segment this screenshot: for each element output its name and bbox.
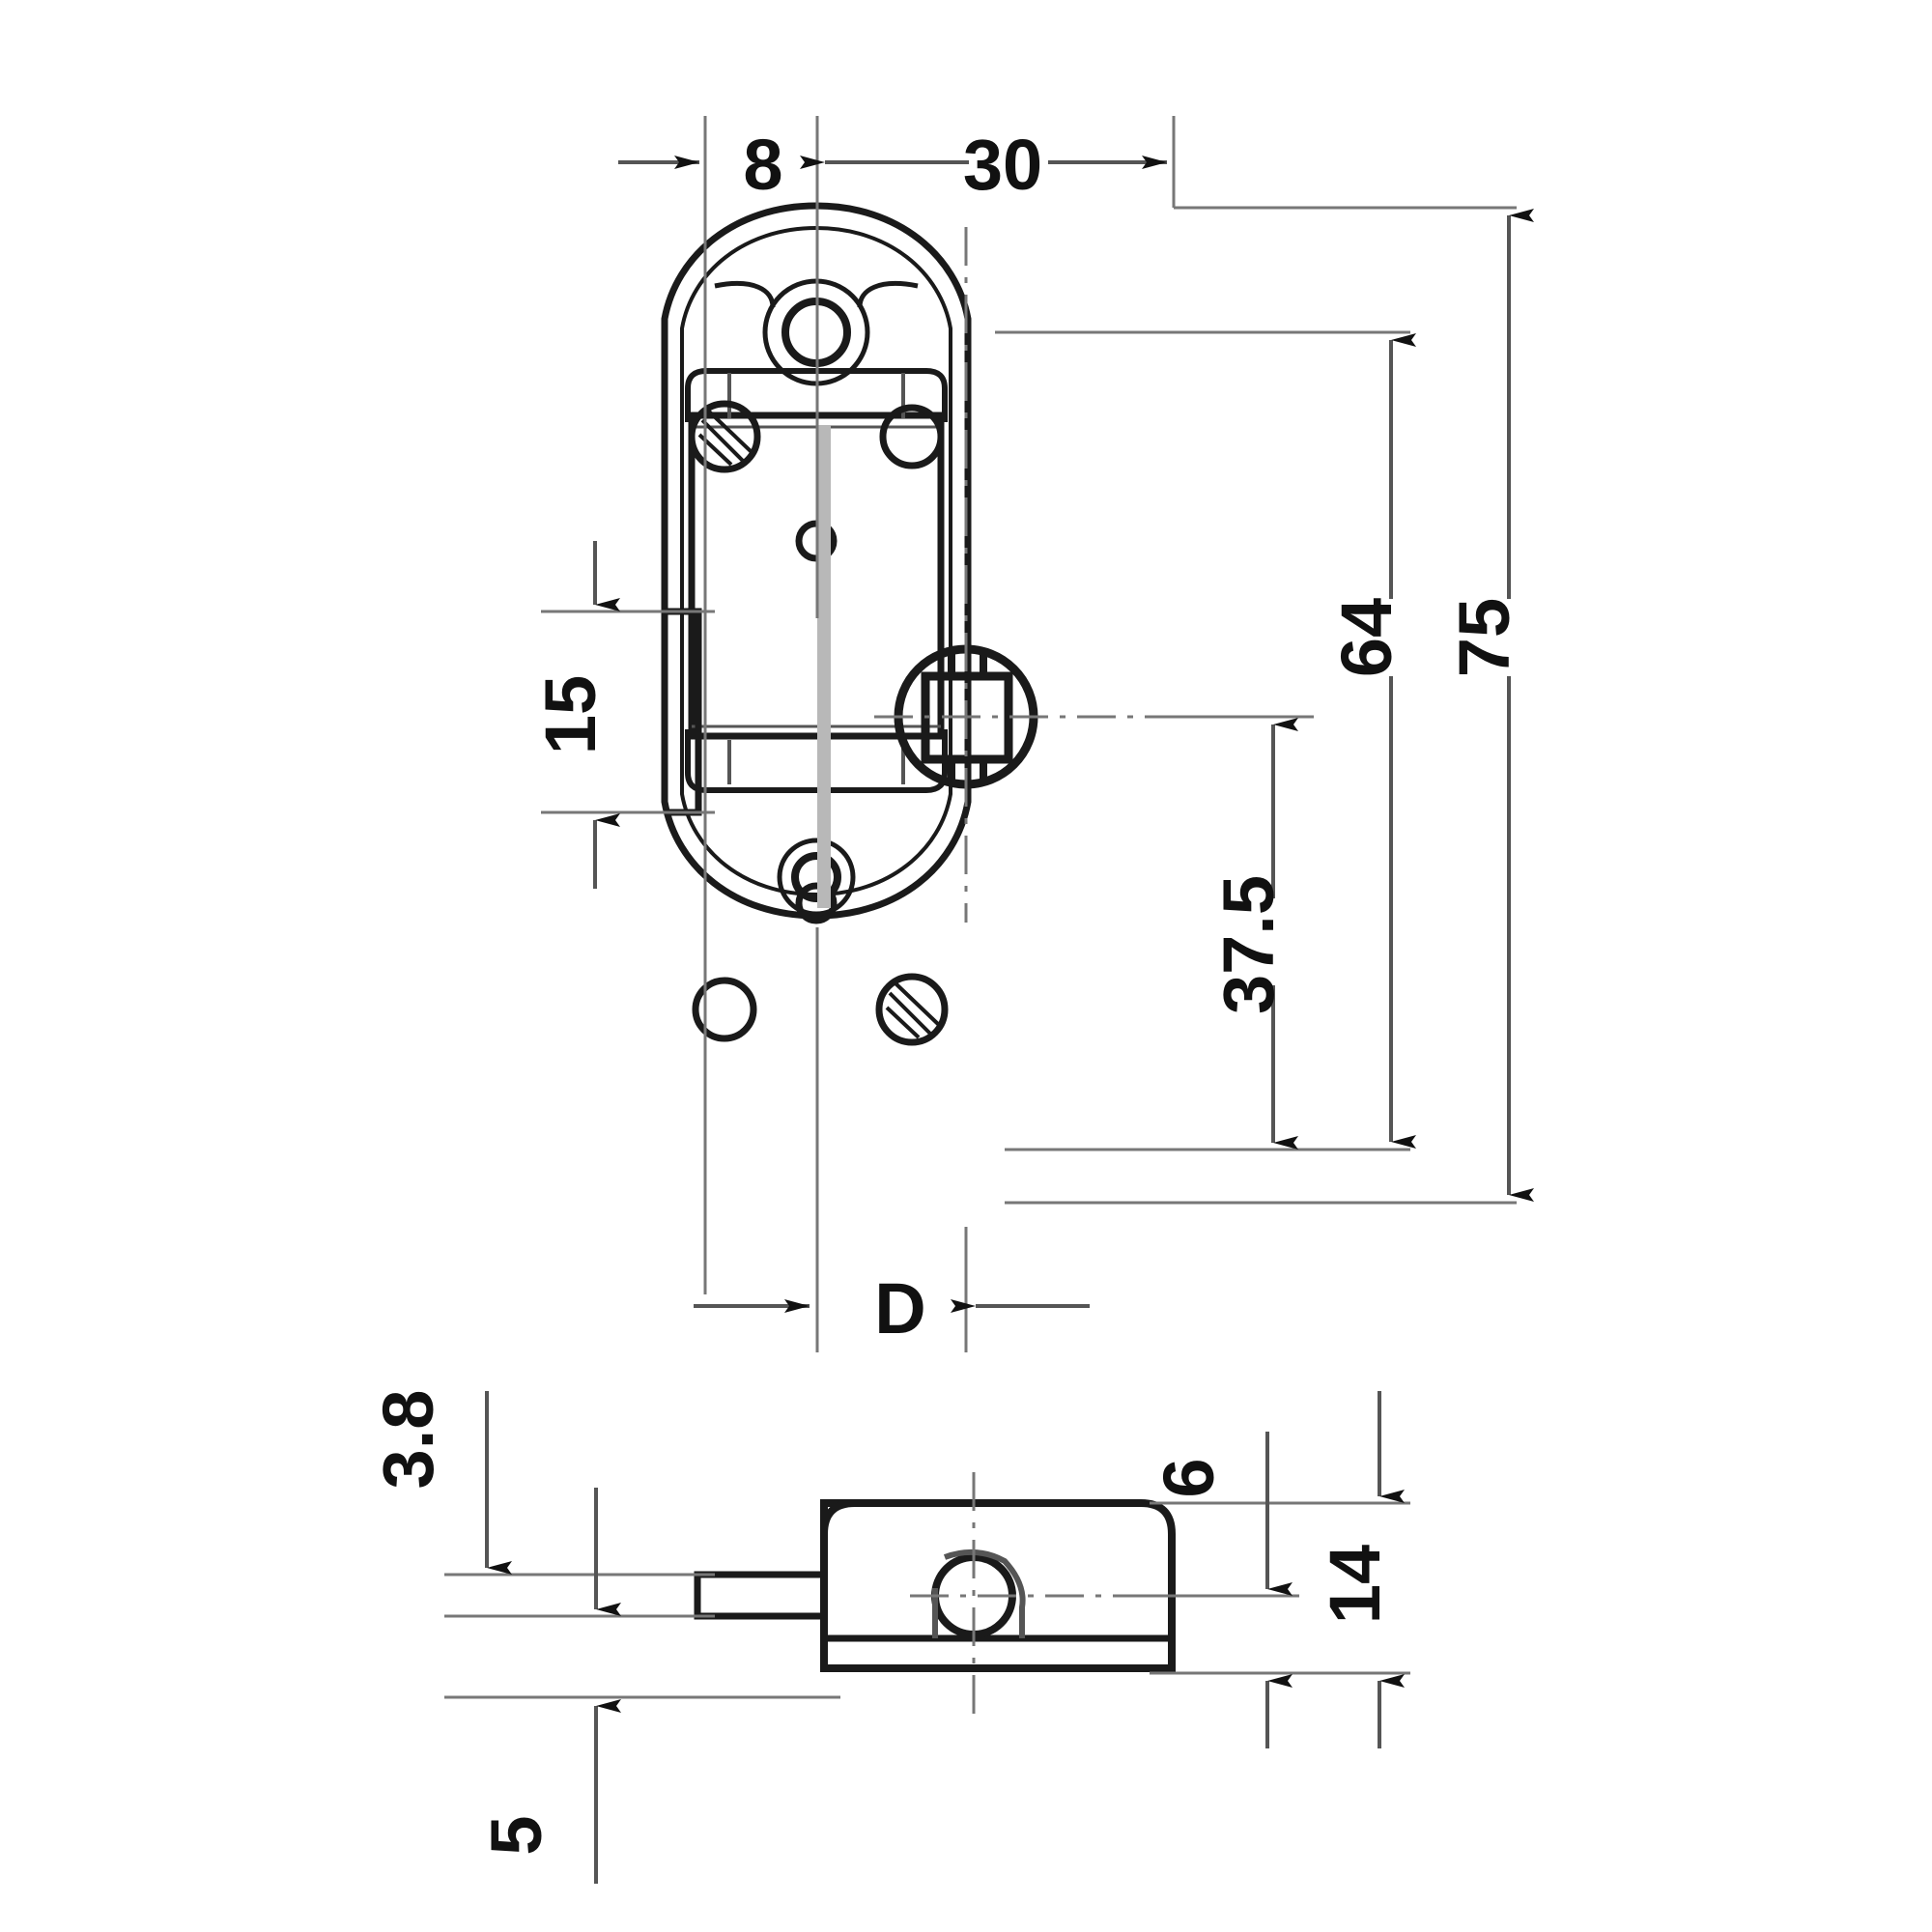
dim-label-D: D [874,1268,925,1349]
dim-label-375: 37.5 [1208,875,1289,1014]
dimension-group-D: D [694,927,1090,1352]
front-bottom-mounting-hole-inner [791,852,841,902]
dim-label-8: 8 [743,125,782,205]
side-body-left-radius [820,1499,856,1668]
dim-label-64: 64 [1326,598,1406,677]
dim-label-30: 30 [963,125,1042,205]
side-view [694,1472,1219,1714]
front-small-pin-lower [795,882,838,924]
side-body-outline [820,1499,1176,1672]
front-hole-top-right [879,404,945,469]
side-bolt [694,1571,824,1620]
dim-label-75: 75 [1444,598,1524,677]
dim-label-38: 3.8 [368,1390,448,1490]
front-view [661,202,1188,1046]
dim-label-15: 15 [530,675,611,754]
front-top-hole-countersink [714,280,919,308]
front-screw-bottom-right [875,973,949,1046]
dimension-group-right: 37.5 64 75 [995,206,1534,1205]
dim-label-5: 5 [476,1815,556,1855]
dimension-group-side-left: 3.8 5 [368,1390,840,1884]
front-left-wall [817,425,831,908]
dim-label-14: 14 [1315,1545,1395,1624]
dim-label-6: 6 [1149,1458,1229,1497]
front-bottom-mounting-hole-outer [777,838,856,917]
dimension-group-left-15: 15 [530,541,715,889]
dimension-group-side-right: 6 14 [1149,1391,1410,1748]
front-hole-bottom-left [692,977,757,1042]
front-center-plate [688,412,945,740]
dimension-group-top: 8 30 [618,116,1176,1294]
